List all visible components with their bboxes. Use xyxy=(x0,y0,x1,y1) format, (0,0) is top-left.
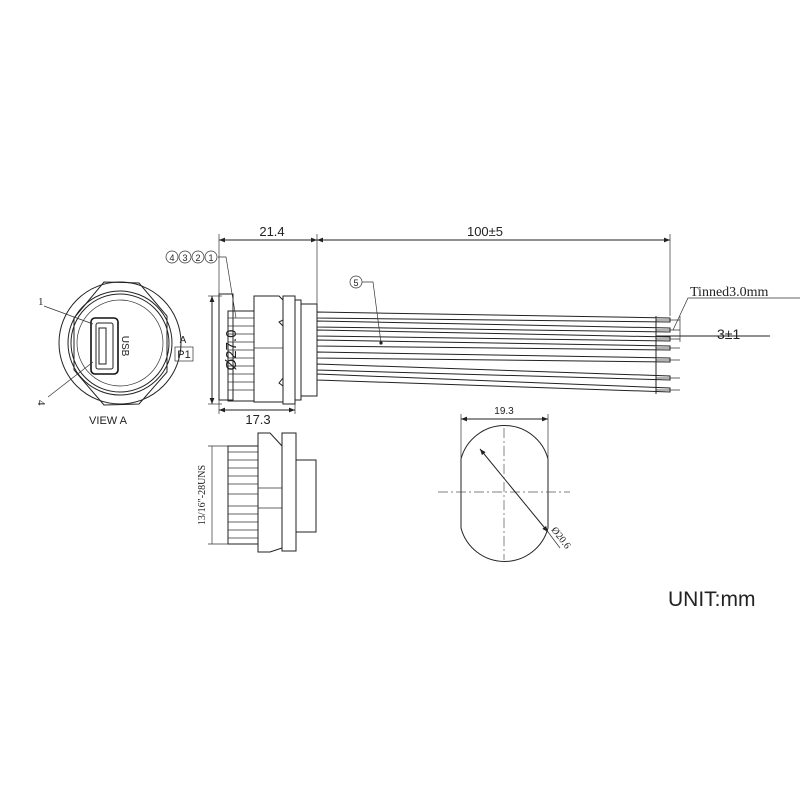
pin-4-label: 4 xyxy=(35,400,47,406)
thread-hatch-lower xyxy=(228,451,258,539)
wire-bundle: 5 100±5 Tinned3.0mm 3±1 xyxy=(316,224,800,394)
thread-spec-label: 13/16"-28UNS xyxy=(197,465,208,525)
callout-1: 1 xyxy=(208,253,213,263)
body-length-label: 21.4 xyxy=(259,224,284,239)
strip-length-label: 3±1 xyxy=(717,326,740,342)
section-p-label: P1 xyxy=(177,349,190,361)
wire-length-label: 100±5 xyxy=(467,224,503,239)
unit-label: UNIT:mm xyxy=(668,588,756,611)
diameter-label: Ø27.0 xyxy=(223,330,240,371)
callout-2: 2 xyxy=(195,253,200,263)
side-view: Ø27.0 A P1 21.4 17.3 4 3 2 1 xyxy=(165,224,318,427)
callout-4: 4 xyxy=(169,253,174,263)
callout-5: 5 xyxy=(353,278,358,288)
thread-length-label: 17.3 xyxy=(245,412,270,427)
cutout-width-label: 19.3 xyxy=(494,406,514,417)
thread-hatch xyxy=(228,317,254,391)
panel-cutout-view: 19.3 Ø20.6 xyxy=(438,406,573,562)
section-a-label: A xyxy=(180,335,187,346)
usb-label: USB xyxy=(119,336,130,357)
view-a-label: VIEW A xyxy=(89,415,128,427)
callout-circles: 4 3 2 1 xyxy=(165,250,218,264)
thread-side-view: 13/16"-28UNS xyxy=(197,432,317,553)
front-view: USB 1 4 VIEW A xyxy=(35,281,182,427)
pin-1-label: 1 xyxy=(38,296,44,308)
tinned-label: Tinned3.0mm xyxy=(690,285,769,300)
callout-3: 3 xyxy=(182,253,187,263)
